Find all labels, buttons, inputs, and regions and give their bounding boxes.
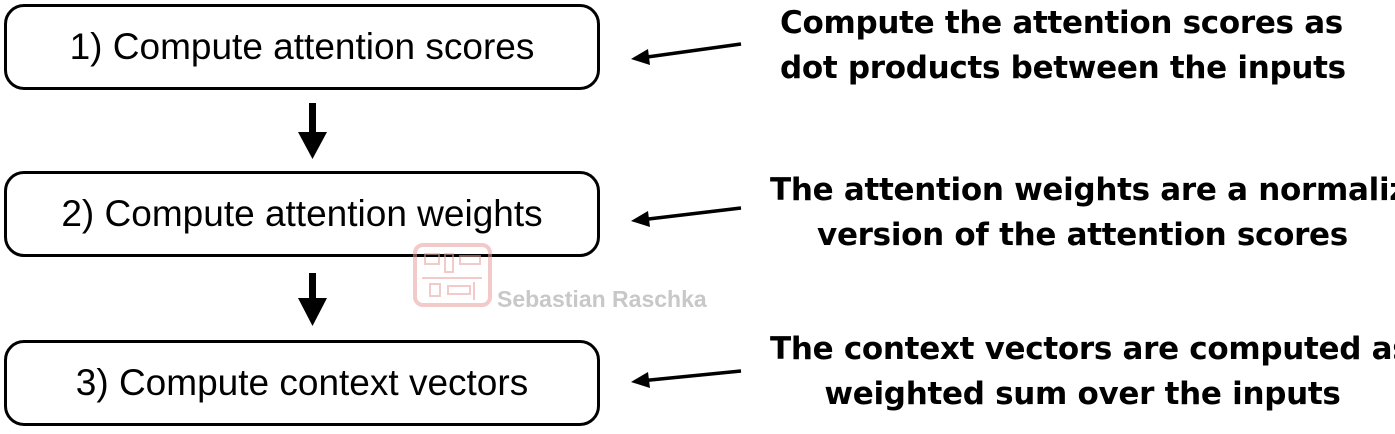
down-arrow-icon	[298, 103, 327, 159]
down-arrow-icon	[298, 273, 327, 326]
step-box-compute-attention-scores: 1) Compute attention scores	[4, 4, 600, 90]
left-arrow-icon	[631, 369, 742, 388]
step-box-compute-attention-weights: 2) Compute attention weights	[4, 171, 600, 257]
annotation-line: The attention weights are a normalized	[770, 172, 1395, 208]
step-label: 1) Compute attention scores	[69, 26, 535, 67]
watermark-text: Sebastian Raschka	[497, 286, 707, 312]
step-label: 2) Compute attention weights	[61, 193, 543, 234]
annotation-line: version of the attention scores	[817, 217, 1348, 253]
circuit-logo-icon	[413, 243, 492, 307]
annotation-attention-scores: Compute the attention scores as dot prod…	[780, 1, 1346, 91]
step-box-compute-context-vectors: 3) Compute context vectors	[4, 340, 600, 426]
step-label: 3) Compute context vectors	[75, 362, 529, 403]
annotation-line: Compute the attention scores as	[780, 5, 1343, 41]
annotation-line: The context vectors are computed as a	[770, 331, 1395, 367]
annotation-line: dot products between the inputs	[780, 50, 1346, 86]
left-arrow-icon	[631, 206, 742, 227]
annotation-line: weighted sum over the inputs	[824, 376, 1341, 412]
annotation-attention-weights: The attention weights are a normalized v…	[770, 168, 1395, 258]
left-arrow-icon	[631, 42, 742, 65]
annotation-context-vectors: The context vectors are computed as a we…	[770, 327, 1395, 417]
